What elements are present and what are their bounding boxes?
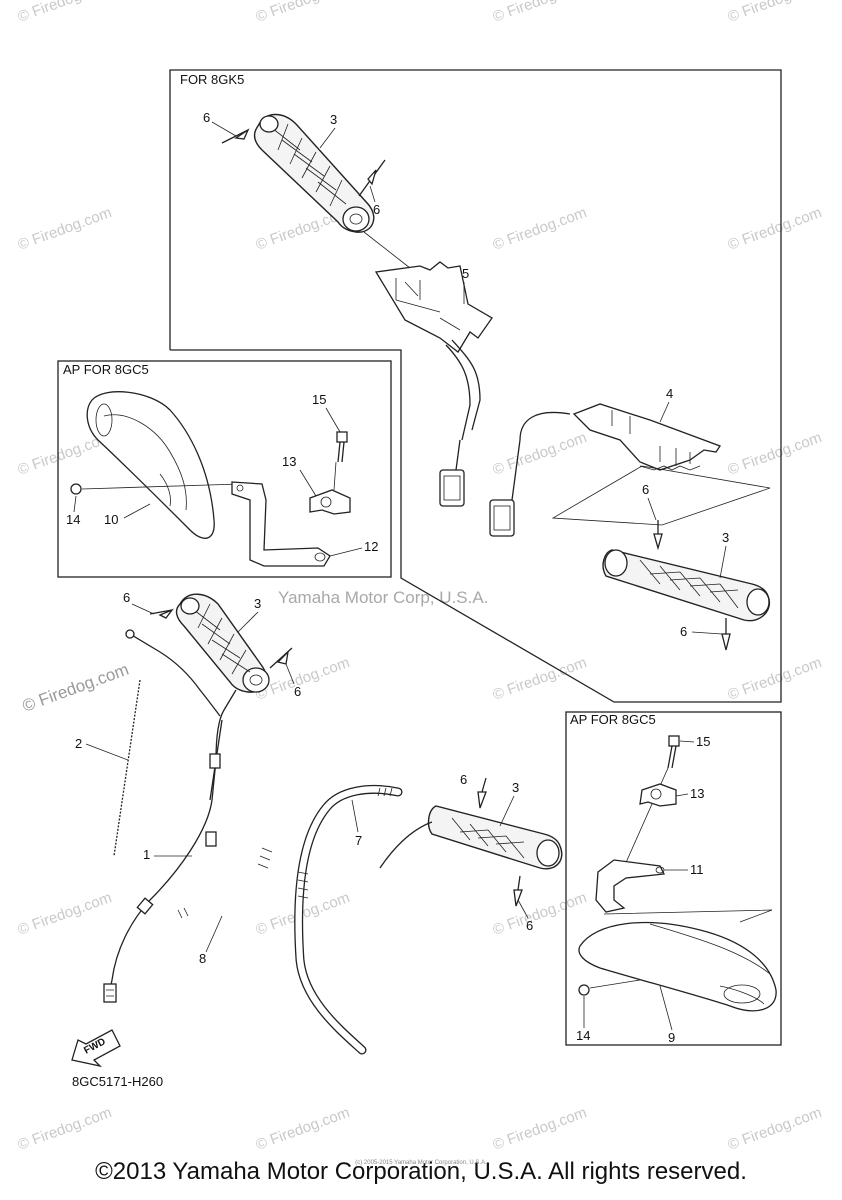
label-11: 11 [690,862,704,877]
watermark-text: © Firedog.com [726,204,824,254]
connector-right [489,411,571,537]
label-14: 14 [66,512,80,527]
label-2: 2 [75,736,82,751]
screw-6-right-bottom [721,618,731,651]
watermark-text: © Firedog.com [726,654,824,704]
label-6: 6 [294,684,301,699]
label-7: 7 [355,833,362,848]
heater-element-5 [374,261,493,441]
hose-7 [294,784,403,1055]
label-4: 4 [666,386,673,401]
label-9: 9 [668,1030,675,1045]
connector-left [439,439,465,507]
watermark-text: © Firedog.com [726,1104,824,1154]
part-labels: 6 3 6 5 4 6 3 6 15 13 14 10 12 6 3 6 2 [66,110,729,1045]
bolt-15-left [333,431,348,491]
watermark-owner: Yamaha Motor Corp, U.S.A. [278,588,488,607]
box-outline [169,69,782,703]
box-outline [565,711,782,1046]
box-title: FOR 8GK5 [180,72,244,87]
box-ap-left: AP FOR 8GC5 [57,360,392,578]
watermark-text: © Firedog.com [16,204,114,254]
label-10: 10 [104,512,118,527]
watermark-text: © Firedog.com [16,889,114,939]
label-6: 6 [526,918,533,933]
screw-6-top-right [358,159,386,197]
label-3: 3 [330,112,337,127]
label-3: 3 [512,780,519,795]
watermark-text: © Firedog.com [726,429,824,479]
label-15: 15 [696,734,710,749]
watermark-text: © Firedog.com [491,429,589,479]
fwd-arrow-icon: FWD [71,1029,121,1068]
label-6: 6 [373,202,380,217]
box-title: AP FOR 8GC5 [63,362,149,377]
bolt-15-right [667,735,680,769]
bracket-11 [595,859,666,913]
label-6: 6 [680,624,687,639]
screw-6-mid-right [269,647,293,669]
label-6: 6 [203,110,210,125]
label-12: 12 [364,539,378,554]
watermark-text: © Firedog.com [16,0,114,26]
label-6: 6 [642,482,649,497]
diagram-code: 8GC5171-H260 [72,1074,163,1089]
bolt-14-right [578,984,590,996]
label-1: 1 [143,847,150,862]
throttle-cable-1 [103,629,237,1003]
watermark-text: © Firedog.com [16,1104,114,1154]
watermark-text: © Firedog.com [491,1104,589,1154]
label-3: 3 [722,530,729,545]
grip-throttle-side [175,593,270,693]
handguard-9 [578,921,777,1012]
label-6: 6 [460,772,467,787]
spring-2 [113,679,141,857]
label-13: 13 [690,786,704,801]
heater-element-4 [572,403,721,471]
screw-6-bottom-top [477,777,487,809]
box-for-8gk5: FOR 8GK5 [169,69,782,703]
grip-heated-top [253,113,375,233]
screw-6-bottom-bottom [513,875,523,907]
grip-heated-right [602,549,771,622]
watermark-text: © Firedog.com [254,1104,352,1154]
watermark-text: © Firedog.com [491,0,589,26]
box-ap-right: AP FOR 8GC5 [565,711,782,1046]
box-title: AP FOR 8GC5 [570,712,656,727]
bracket-12 [231,481,331,567]
watermark-text: © Firedog.com [254,0,352,26]
label-8: 8 [199,951,206,966]
screw-6-mid-left [149,608,174,619]
bolt-14-left [70,483,82,495]
watermark-text: © Firedog.com [726,0,824,26]
label-13: 13 [282,454,296,469]
hose-8 [177,702,284,919]
grip-heated-bottom [379,805,563,870]
label-15: 15 [312,392,326,407]
screw-6-top-left [221,128,250,144]
clamp-13-right [639,783,677,807]
screw-6-right-top [653,520,663,551]
label-5: 5 [462,266,469,281]
handguard-10 [86,391,215,539]
clamp-13-left [309,489,351,515]
copyright-footer: ©2013 Yamaha Motor Corporation, U.S.A. A… [95,1158,747,1185]
fine-print: (c) 2005-2015 Yamaha Motor Corporation, … [355,1160,487,1166]
watermark-text: © Firedog.com [20,660,131,716]
watermark-text: © Firedog.com [491,889,589,939]
watermark-text: © Firedog.com [491,204,589,254]
label-6: 6 [123,590,130,605]
label-3: 3 [254,596,261,611]
label-14: 14 [576,1028,590,1043]
box-outline [57,360,392,578]
